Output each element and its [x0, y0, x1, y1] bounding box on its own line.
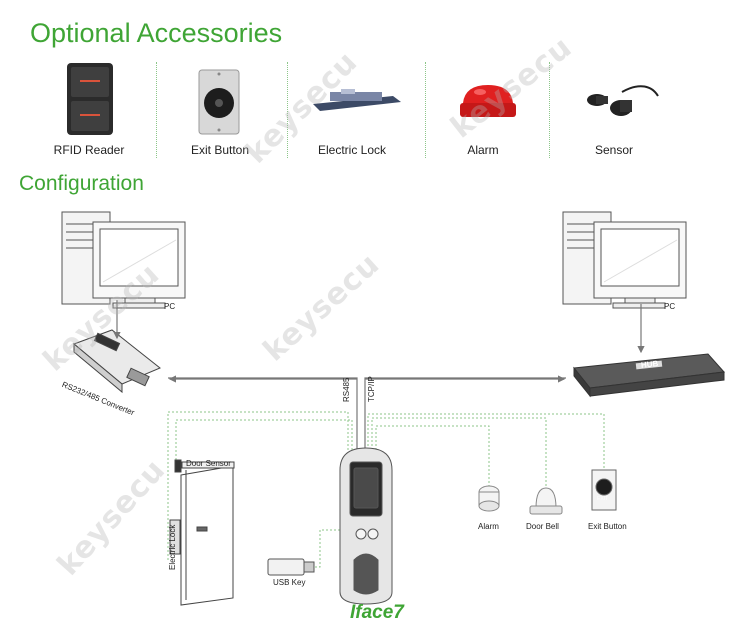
- divider: [156, 62, 157, 158]
- usb-key-icon: [267, 558, 315, 576]
- wires-network: [113, 300, 645, 450]
- pc-right-label: PC: [664, 302, 676, 311]
- alarm-small-icon: [478, 485, 500, 512]
- wires-accessories: [167, 411, 605, 568]
- rs485-label: RS485: [342, 377, 351, 402]
- sensor-icon: [587, 85, 659, 116]
- electric-lock-icon: [313, 89, 401, 111]
- rs232-485-converter: [73, 329, 161, 394]
- exit-button-face-label: EXIT: [597, 496, 609, 502]
- hub-label: HUB: [640, 359, 659, 370]
- door: [169, 459, 235, 606]
- pc-left: [61, 211, 186, 309]
- accessory-label-alarm: Alarm: [467, 143, 499, 157]
- electric-lock-label: Electric Lock: [168, 524, 177, 570]
- usb-key-label: USB Key: [273, 578, 306, 587]
- rfid-reader-icon: [67, 63, 113, 135]
- divider: [549, 62, 550, 158]
- hub: [573, 353, 726, 398]
- exit-button-small-icon: [591, 469, 617, 511]
- pc-left-label: PC: [164, 302, 176, 311]
- accessory-label-rfid-reader: RFID Reader: [53, 143, 125, 157]
- accessory-label-sensor: Sensor: [594, 143, 634, 157]
- accessory-label-exit-button: Exit Button: [190, 143, 250, 157]
- configuration-heading: Configuration: [19, 172, 144, 195]
- alarm-small-label: Alarm: [478, 522, 499, 531]
- door-bell-label: Door Bell: [526, 522, 559, 531]
- pc-right: [562, 211, 687, 309]
- divider: [425, 62, 426, 158]
- door-sensor-label: Door Sensor: [186, 459, 231, 468]
- tcpip-label: TCP/IP: [367, 376, 376, 402]
- door-bell-icon: [529, 487, 563, 515]
- exit-button-small-label: Exit Button: [588, 522, 627, 531]
- optional-accessories-heading: Optional Accessories: [30, 18, 283, 48]
- accessory-label-electric-lock: Electric Lock: [317, 143, 387, 157]
- alarm-icon: [460, 85, 516, 117]
- divider: [287, 62, 288, 158]
- exit-button-icon: [198, 69, 240, 135]
- iface7-device: [339, 447, 393, 605]
- device-name-label: Iface7: [350, 602, 404, 623]
